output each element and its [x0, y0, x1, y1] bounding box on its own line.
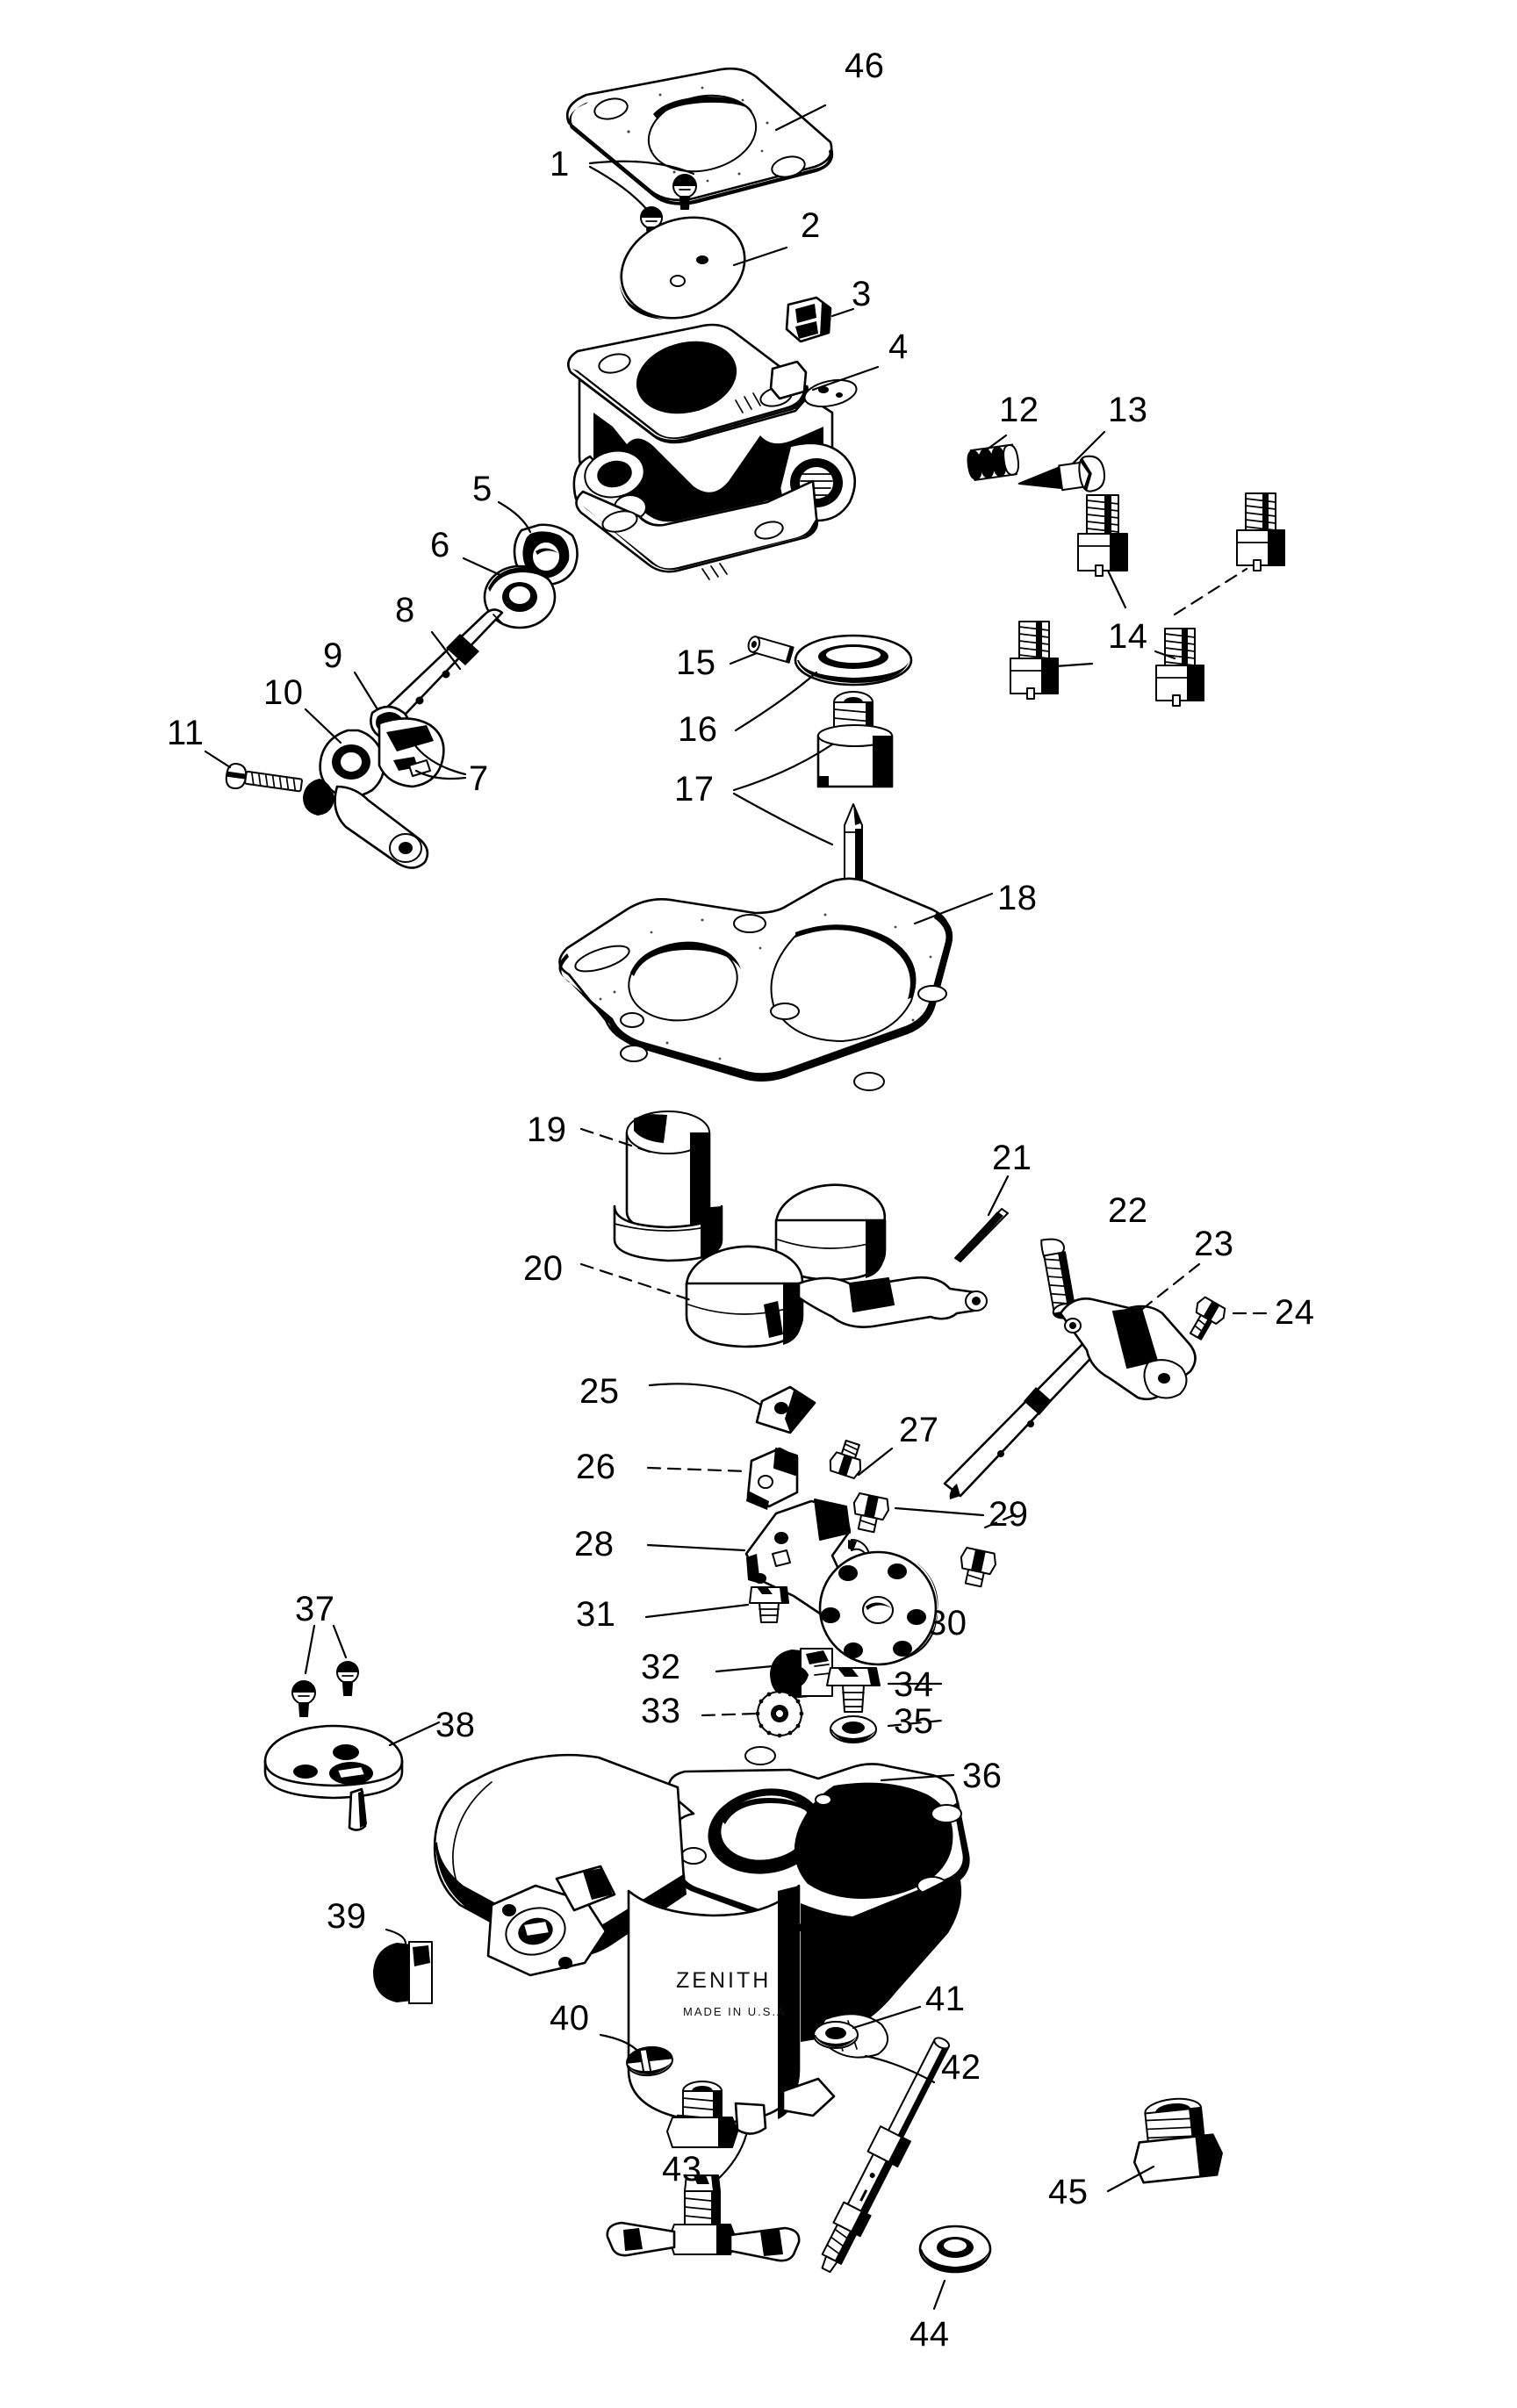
part-4-throttle-body: 4 [567, 323, 909, 580]
part-17-valve-seat-and-needle: 17 [674, 691, 894, 895]
callout-40: 40 [550, 1999, 590, 2038]
callout-13: 13 [1108, 391, 1148, 429]
callout-3: 3 [852, 275, 872, 313]
callout-1: 1 [550, 145, 570, 183]
part-41-packing-washer-upper: 41 [813, 1980, 966, 2049]
part-39-bowl-plug: 39 [327, 1897, 433, 2004]
callout-44: 44 [909, 2315, 950, 2354]
zenith-logo: ZENITH MADE IN U.S.A [676, 1968, 787, 2018]
callout-24: 24 [1275, 1293, 1315, 1332]
callout-28: 28 [574, 1525, 615, 1563]
callout-11: 11 [167, 714, 205, 752]
part-34-bowl-drain-screw: 34 [826, 1665, 943, 1713]
callout-35: 35 [894, 1702, 934, 1741]
part-37-choke-plate-screws: 37 [291, 1590, 359, 1717]
callout-46: 46 [845, 47, 885, 85]
callout-9: 9 [323, 636, 343, 675]
callout-2: 2 [801, 206, 821, 245]
callout-8: 8 [395, 591, 415, 629]
callout-26: 26 [576, 1448, 616, 1486]
callout-12: 12 [999, 391, 1039, 429]
callout-25: 25 [579, 1372, 620, 1411]
part-3-throttle-shaft-nut: 3 [785, 275, 872, 343]
callout-33: 33 [641, 1692, 681, 1730]
callout-38: 38 [435, 1706, 476, 1744]
part-18-body-gasket: 18 [558, 877, 1038, 1091]
callout-16: 16 [678, 710, 718, 749]
part-19-venturi: 19 [527, 1111, 723, 1262]
part-2-throttle-plate: 2 [619, 206, 821, 320]
part-10-throttle-lever: 10 [263, 673, 445, 869]
callout-4: 4 [888, 327, 909, 366]
part-21-float-axle-pin: 21 [954, 1139, 1032, 1262]
part-26-pump-link-bracket: 26 [576, 1447, 799, 1510]
part-38-choke-plate: 38 [263, 1706, 476, 1831]
callout-23: 23 [1194, 1225, 1234, 1263]
callout-21: 21 [992, 1139, 1032, 1177]
callout-19: 19 [527, 1111, 567, 1149]
part-12-idle-screw-spring: 12 [967, 391, 1039, 481]
part-31-discharge-jet-screw: 31 [576, 1586, 789, 1634]
callout-43: 43 [662, 2150, 702, 2189]
callout-42: 42 [941, 2048, 981, 2087]
callout-7: 7 [469, 759, 489, 798]
part-46-flange-gasket: 46 [565, 47, 885, 205]
callout-32: 32 [641, 1648, 681, 1686]
callout-22: 22 [1108, 1191, 1148, 1230]
part-36-fuel-bowl-lower-body: ZENITH MADE IN U.S.A 36 [433, 1746, 1003, 2146]
callout-37: 37 [295, 1590, 335, 1628]
part-42-main-jet-needle: 42 [821, 2037, 981, 2274]
part-43-packing-nut: 43 [606, 2081, 801, 2262]
part-8-throttle-shaft: 8 [374, 591, 504, 730]
part-16-valve-seat-washer: 16 [678, 634, 913, 749]
callout-20: 20 [523, 1249, 564, 1288]
callout-29: 29 [989, 1495, 1029, 1534]
callout-34: 34 [894, 1665, 934, 1704]
callout-10: 10 [263, 673, 304, 712]
part-40-idle-mixture-plug: 40 [550, 1999, 673, 2077]
callout-41: 41 [925, 1980, 966, 2018]
part-7-throttle-shaft-lever-assembly: 7 [413, 743, 489, 798]
callout-17: 17 [674, 770, 715, 809]
part-14-body-assembly-screws: 14 [1010, 492, 1285, 707]
callout-6: 6 [430, 526, 450, 564]
callout-45: 45 [1048, 2173, 1089, 2211]
svg-text:MADE IN U.S.A: MADE IN U.S.A [683, 2005, 787, 2018]
part-5-throttle-shaft-bushing: 5 [472, 470, 579, 586]
callout-36: 36 [962, 1757, 1003, 1795]
callout-5: 5 [472, 470, 492, 508]
callout-39: 39 [327, 1897, 367, 1936]
part-35-drain-screw-gasket: 35 [830, 1702, 943, 1743]
part-15-dowel-pin: 15 [676, 636, 794, 682]
part-44-packing-washer-lower: 44 [909, 2225, 992, 2354]
callout-27: 27 [899, 1411, 939, 1449]
callout-18: 18 [997, 879, 1038, 917]
part-29-bracket-screws: 29 [852, 1492, 1029, 1588]
main-jet-disc [818, 1550, 938, 1666]
callout-14: 14 [1108, 617, 1148, 656]
callout-15: 15 [676, 643, 716, 682]
svg-text:ZENITH: ZENITH [676, 1968, 771, 1993]
part-32-main-jet: 32 [641, 1648, 833, 1699]
part-20-float: 20 [523, 1183, 988, 1348]
part-28-fast-idle-bracket: 28 [574, 1499, 852, 1615]
part-45-fuel-inlet-plug: 45 [1048, 2097, 1223, 2211]
part-25-idle-well-block: 25 [579, 1372, 816, 1434]
part-24-choke-lever-screw: 24 [1189, 1293, 1315, 1341]
part-1-throttle-plate-screws: 1 [550, 145, 697, 240]
part-13-idle-adjusting-screw: 13 [1017, 391, 1148, 492]
part-27-bracket-screw: 27 [829, 1411, 939, 1479]
callout-31: 31 [576, 1595, 616, 1634]
part-11-throttle-lever-clamp-screw: 11 [167, 714, 303, 793]
part-33-main-jet-packing-nut: 33 [641, 1689, 804, 1738]
part-23-choke-shaft-lever: 23 [943, 1225, 1234, 1499]
